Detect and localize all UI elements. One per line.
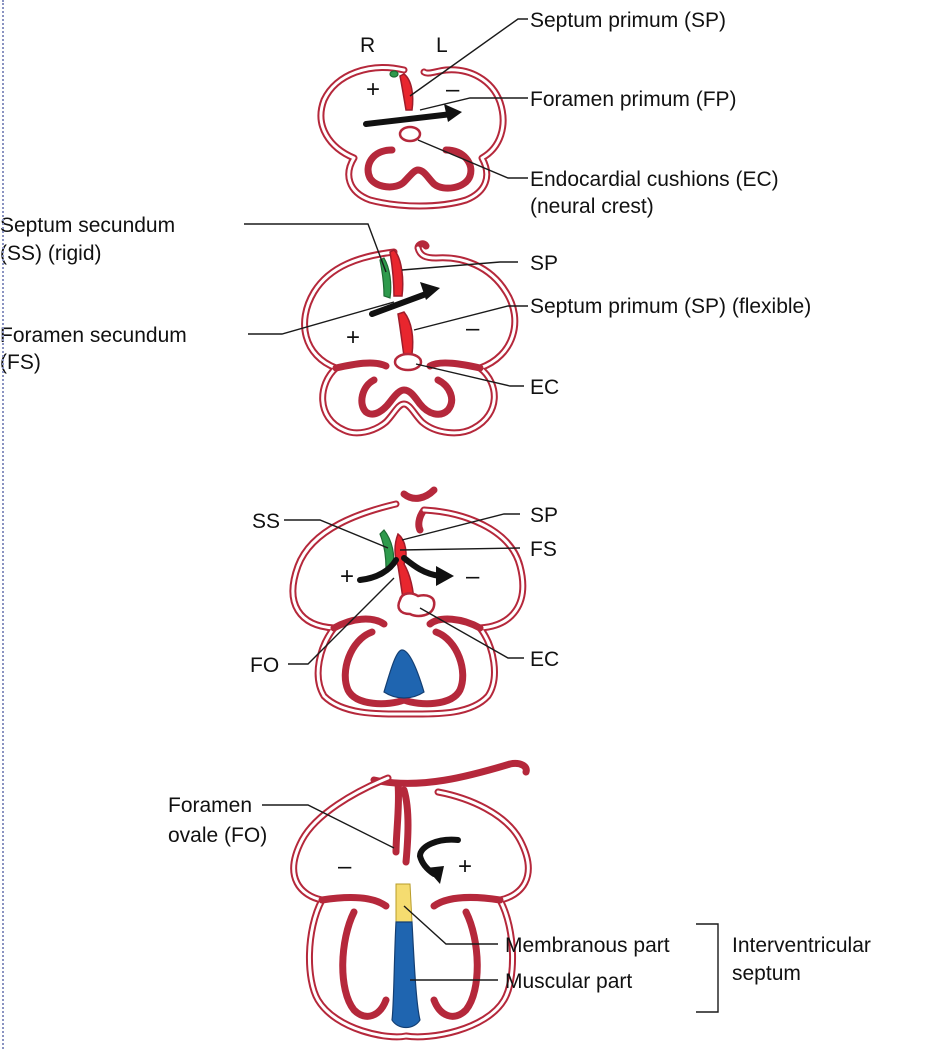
label-interventricular: Interventricular [732, 934, 871, 957]
label-sp-3: SP [530, 504, 558, 527]
label-fs-3: FS [530, 538, 557, 561]
label-neural-crest: (neural crest) [530, 195, 654, 218]
panel-4-right-ventricle-wall [434, 912, 477, 1016]
panel-4-muscular-septum [392, 922, 420, 1028]
panel-4-left-ventricle-wall [343, 912, 386, 1016]
panel-3-shunt-arrow-in [360, 560, 396, 580]
panel-2-minus-sign: – [466, 315, 480, 342]
label-septum-primum: Septum primum (SP) [530, 9, 726, 32]
panel-3-plus-sign: + [340, 563, 354, 590]
panel-2-septum-primum-upper [390, 250, 403, 296]
panel-2-plus-sign: + [346, 324, 360, 351]
label-fs: (FS) [0, 351, 41, 374]
panel-4-shunt-arrowhead [426, 866, 444, 884]
label-ss-rigid: (SS) (rigid) [0, 242, 102, 265]
panel-1-side-right: R [360, 34, 375, 57]
label-endocardial-cushions: Endocardial cushions (EC) [530, 168, 779, 191]
panel-2-labels: Septum secundum (SS) (rigid) Foramen sec… [0, 214, 811, 399]
panel-1-heart: R L + – [321, 34, 503, 206]
label-membranous-part: Membranous part [505, 934, 670, 957]
label-ss: SS [252, 510, 280, 533]
label-sp-2: SP [530, 252, 558, 275]
panel-3-shunt-arrowhead [436, 566, 454, 586]
label-foramen-ovale-1: Foramen [168, 794, 252, 817]
label-ec-3: EC [530, 648, 559, 671]
panel-2-septum-primum-lower [398, 312, 413, 356]
panel-1-side-left: L [436, 34, 448, 57]
label-foramen-primum: Foramen primum (FP) [530, 88, 737, 111]
panel-4-atrial-septum-wall [396, 784, 408, 862]
panel-4-minus-sign: – [338, 853, 352, 880]
label-ec-2: EC [530, 376, 559, 399]
panel-3-minus-sign: – [466, 563, 480, 590]
panel-3-outflow-cap [404, 490, 434, 498]
label-muscular-part: Muscular part [505, 970, 632, 993]
panel-3-shunt-arrow-out [404, 558, 440, 576]
label-septum-secundum: Septum secundum [0, 214, 175, 237]
panel-2-heart: + – [305, 244, 515, 433]
panel-2-shunt-arrow [372, 294, 426, 314]
interventricular-bracket [696, 924, 718, 1012]
panel-3-muscular-septum [384, 650, 424, 698]
panel-1-septum-secundum-bud [390, 71, 398, 77]
label-septum: septum [732, 962, 801, 985]
label-fo: FO [250, 654, 279, 677]
panel-1-shunt-arrowhead [444, 104, 462, 122]
panel-2-endocardial-cushion [395, 354, 421, 370]
panel-1-minus-sign: – [446, 76, 460, 103]
label-foramen-ovale-2: ovale (FO) [168, 824, 267, 847]
panel-4-heart: – + [294, 763, 529, 1036]
label-septum-primum-flexible: Septum primum (SP) (flexible) [530, 295, 811, 318]
left-dotted-border [2, 0, 4, 1049]
panel-4-labels: Foramen ovale (FO) Membranous part Muscu… [168, 794, 871, 1012]
label-foramen-secundum: Foramen secundum [0, 324, 187, 347]
panel-1-plus-sign: + [366, 76, 380, 103]
panel-4-plus-sign: + [458, 853, 472, 880]
panel-4-membranous-septum [396, 884, 412, 922]
panel-2-septum-secundum [380, 258, 391, 298]
panel-3-inner-septa [334, 619, 480, 628]
panel-1-shunt-arrow [366, 114, 452, 124]
panel-4-outflow-cap [374, 763, 526, 783]
panel-1-endocardial-cushion [400, 127, 420, 141]
panel-1-septum-primum [400, 74, 413, 110]
